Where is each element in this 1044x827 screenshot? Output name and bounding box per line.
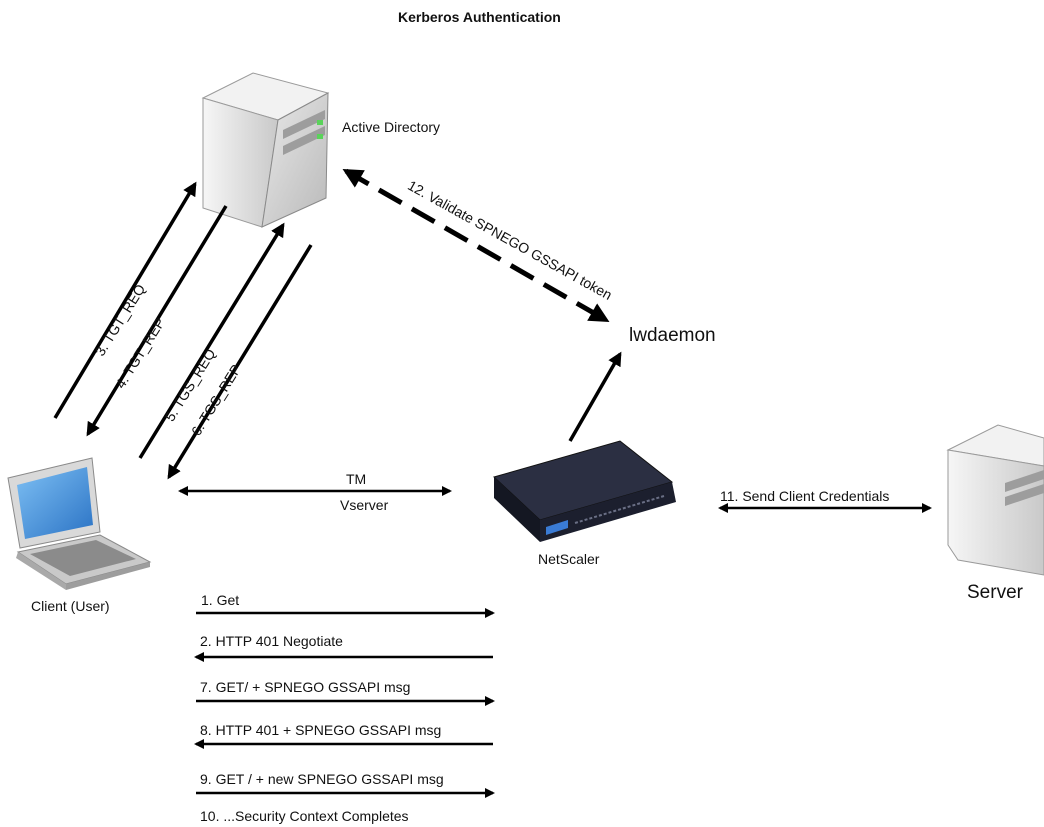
diagram-title: Kerberos Authentication — [398, 9, 561, 25]
arrow-tgs-rep — [167, 244, 313, 480]
client-laptop-icon — [7, 457, 152, 590]
arrow-tgs-req — [138, 222, 285, 459]
arrow-validate-token — [342, 168, 610, 323]
arrow-tgt-rep — [86, 205, 228, 437]
arrow-tgt-req — [53, 181, 197, 419]
tm-label: TM — [346, 471, 367, 487]
step-10-label: 10. ...Security Context Completes — [200, 808, 409, 824]
active-directory-label: Active Directory — [342, 119, 441, 135]
step-9-label: 9. GET / + new SPNEGO GSSAPI msg — [200, 771, 444, 787]
server-label: Server — [967, 582, 1023, 603]
step-7-label: 7. GET/ + SPNEGO GSSAPI msg — [200, 679, 411, 695]
send-credentials-label: 11. Send Client Credentials — [720, 488, 890, 504]
backend-server-icon — [946, 424, 1044, 576]
step-8-label: 8. HTTP 401 + SPNEGO GSSAPI msg — [200, 722, 442, 738]
vserver-label: Vserver — [340, 497, 389, 513]
arrow-netscaler-lwdaemon — [568, 351, 622, 442]
step-2-label: 2. HTTP 401 Negotiate — [200, 633, 343, 649]
netscaler-appliance-icon — [493, 440, 676, 542]
client-label: Client (User) — [31, 598, 110, 614]
lwdaemon-label: lwdaemon — [629, 325, 716, 346]
netscaler-label: NetScaler — [538, 551, 600, 567]
active-directory-server-icon — [201, 72, 330, 228]
step-1-label: 1. Get — [201, 592, 240, 608]
